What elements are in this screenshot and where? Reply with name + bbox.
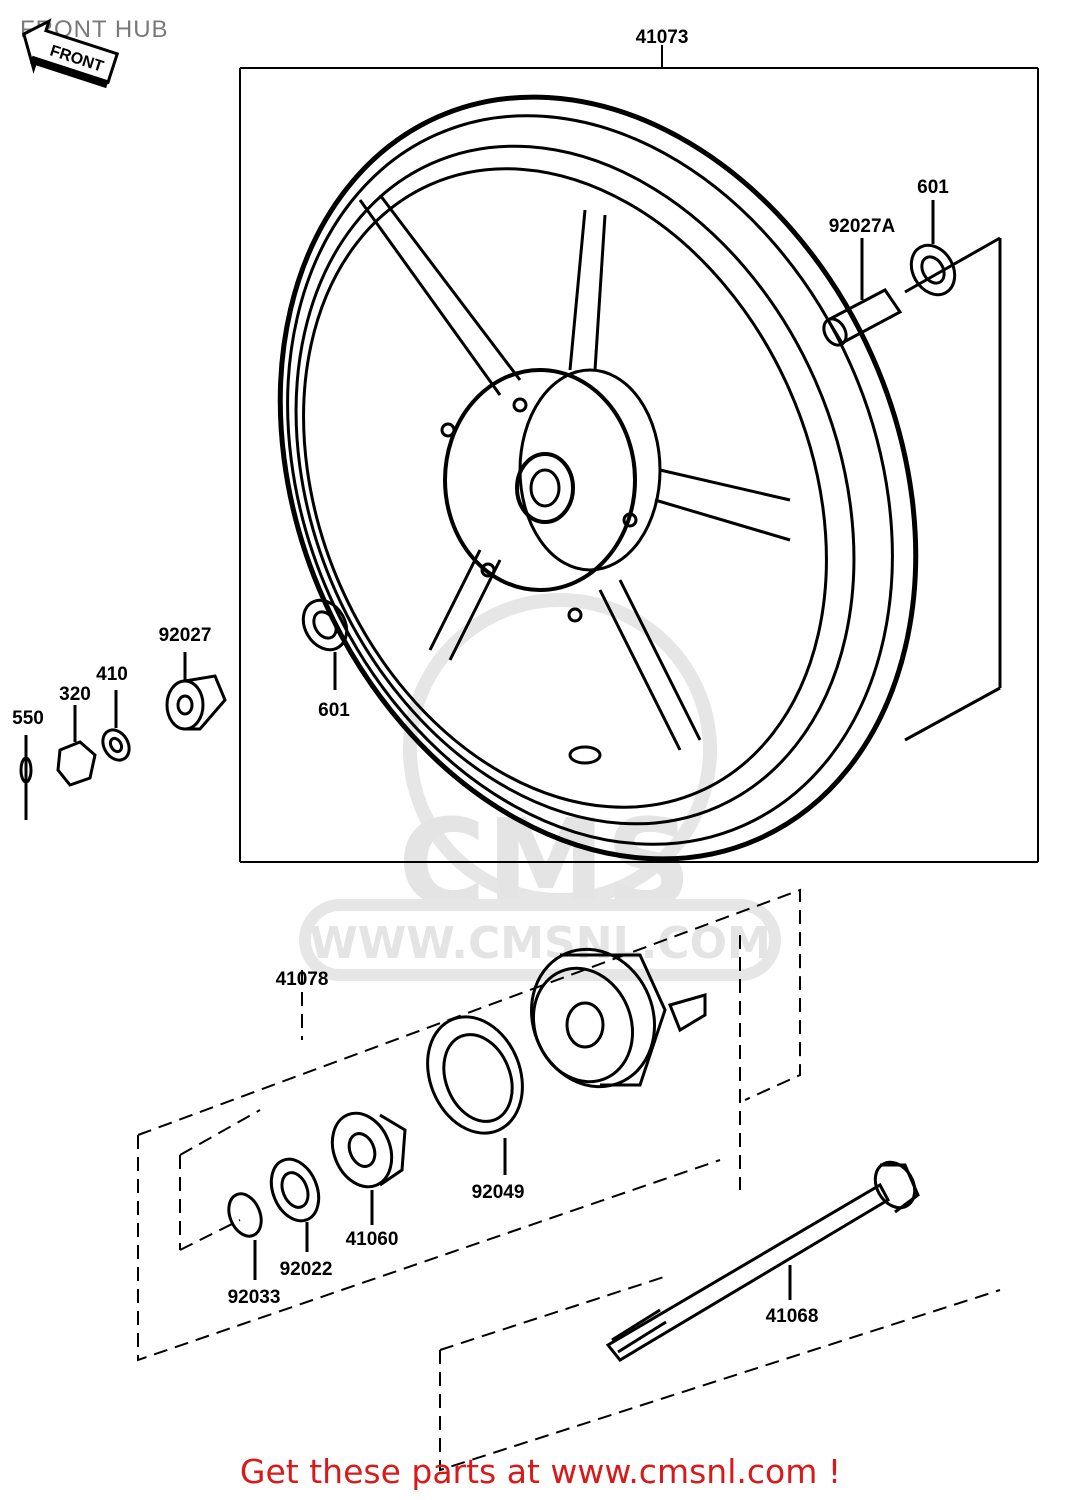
- left-bearing-group: [301, 598, 349, 690]
- label-41078: 41078: [276, 969, 329, 990]
- nut-320: [56, 705, 97, 787]
- label-92027A: 92027A: [829, 216, 896, 237]
- label-41073: 41073: [636, 27, 689, 48]
- label-601-top: 601: [917, 177, 949, 198]
- label-92027: 92027: [159, 625, 212, 646]
- label-41060: 41060: [346, 1229, 399, 1250]
- cotter-pin-550: [19, 735, 33, 820]
- wheel-assembly-box: [239, 45, 1039, 863]
- label-410: 410: [96, 664, 128, 685]
- label-550: 550: [12, 708, 44, 729]
- spacer-92027: [165, 652, 227, 731]
- label-320: 320: [59, 684, 91, 705]
- watermark-logo: CMS: [398, 795, 692, 934]
- label-601-left: 601: [318, 700, 350, 721]
- washer-92022: [269, 1157, 321, 1252]
- brake-assembly-box: [137, 888, 1001, 1472]
- label-92049: 92049: [472, 1182, 525, 1203]
- watermark-url: WWW.CMSNL.COM: [309, 918, 771, 969]
- label-92033: 92033: [228, 1287, 281, 1308]
- seal-92049: [426, 1015, 524, 1175]
- washer-410: [101, 690, 131, 762]
- circlip-92033: [227, 1192, 263, 1280]
- label-41068: 41068: [766, 1306, 819, 1327]
- axle-41068: [605, 1160, 920, 1362]
- gear-41060: [330, 1111, 407, 1225]
- brake-panel: [529, 947, 707, 1089]
- footer-link[interactable]: Get these parts at www.cmsnl.com !: [239, 1452, 842, 1491]
- right-bearing-group: [822, 200, 1002, 742]
- label-92022: 92022: [280, 1259, 333, 1280]
- cast-wheel: [277, 94, 919, 862]
- front-arrow-icon: FRONT: [22, 18, 120, 89]
- watermark: CMS WWW.CMSNL.COM: [299, 593, 781, 981]
